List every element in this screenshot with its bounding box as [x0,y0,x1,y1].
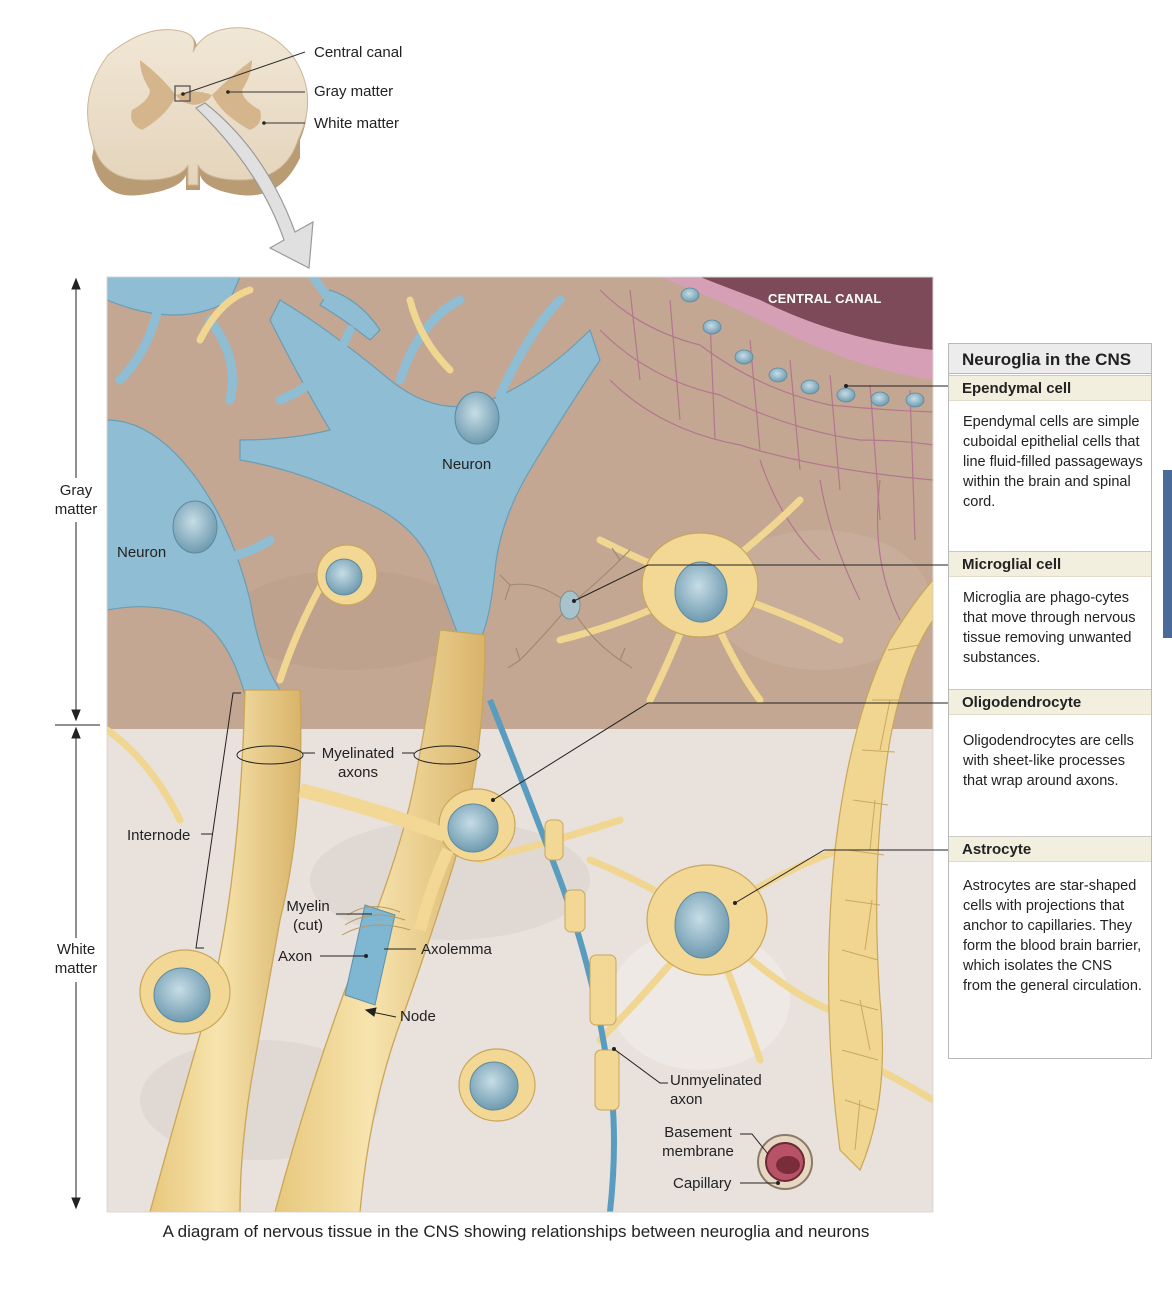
section-text-astrocyte: Astrocytes are star-shaped cells with pr… [963,878,1142,994]
microglial-cell [499,547,633,669]
neuroglia-sidebar: Neuroglia in the CNS Ependymal cell Epen… [948,343,1152,1059]
label-myelin-cut: Myelin (cut) [286,898,330,934]
section-title-astrocyte: Astrocyte [949,836,1151,862]
section-text-ependymal: Ependymal cells are simple cuboidal epit… [963,414,1143,510]
leader-lines [195,385,958,1184]
label-neuron-top: Neuron [442,456,492,473]
label-axon: Axon [278,948,313,965]
section-text-microglial: Microglia are phago-cytes that move thro… [963,590,1136,666]
side-label-gray-matter: Gray matter [46,481,106,519]
label-axolemma: Axolemma [421,941,492,958]
label-myelinated-axons: Myelinated axons [321,745,395,781]
section-title-microglial: Microglial cell [949,551,1151,577]
label-neuron-left: Neuron [117,544,167,561]
figure-caption: A diagram of nervous tissue in the CNS s… [162,1222,870,1241]
page-edge-tab [1163,470,1172,638]
tissue-panel [107,277,933,1212]
side-label-white-matter: White matter [46,940,106,978]
side-scale-brackets [55,277,100,1210]
label-capillary: Capillary [673,1175,732,1192]
label-central-canal: Central canal [314,44,403,61]
leader-dots [364,384,848,1185]
section-title-oligodendrocyte: Oligodendrocyte [949,689,1151,715]
label-basement-membrane: Basement membrane [662,1124,734,1160]
sidebar-title: Neuroglia in the CNS [949,344,1151,374]
label-unmyelinated-axon: Unmyelinated axon [670,1072,762,1108]
spinal-cord-cross-section [87,27,314,269]
label-white-matter: White matter [314,115,400,132]
section-text-oligodendrocyte: Oligodendrocytes are cells with sheet-li… [963,733,1134,789]
label-node: Node [400,1008,436,1025]
label-gray-matter: Gray matter [314,83,394,100]
section-title-ependymal: Ependymal cell [949,375,1151,401]
central-canal-banner: CENTRAL CANAL [768,291,882,306]
label-internode: Internode [127,827,191,844]
